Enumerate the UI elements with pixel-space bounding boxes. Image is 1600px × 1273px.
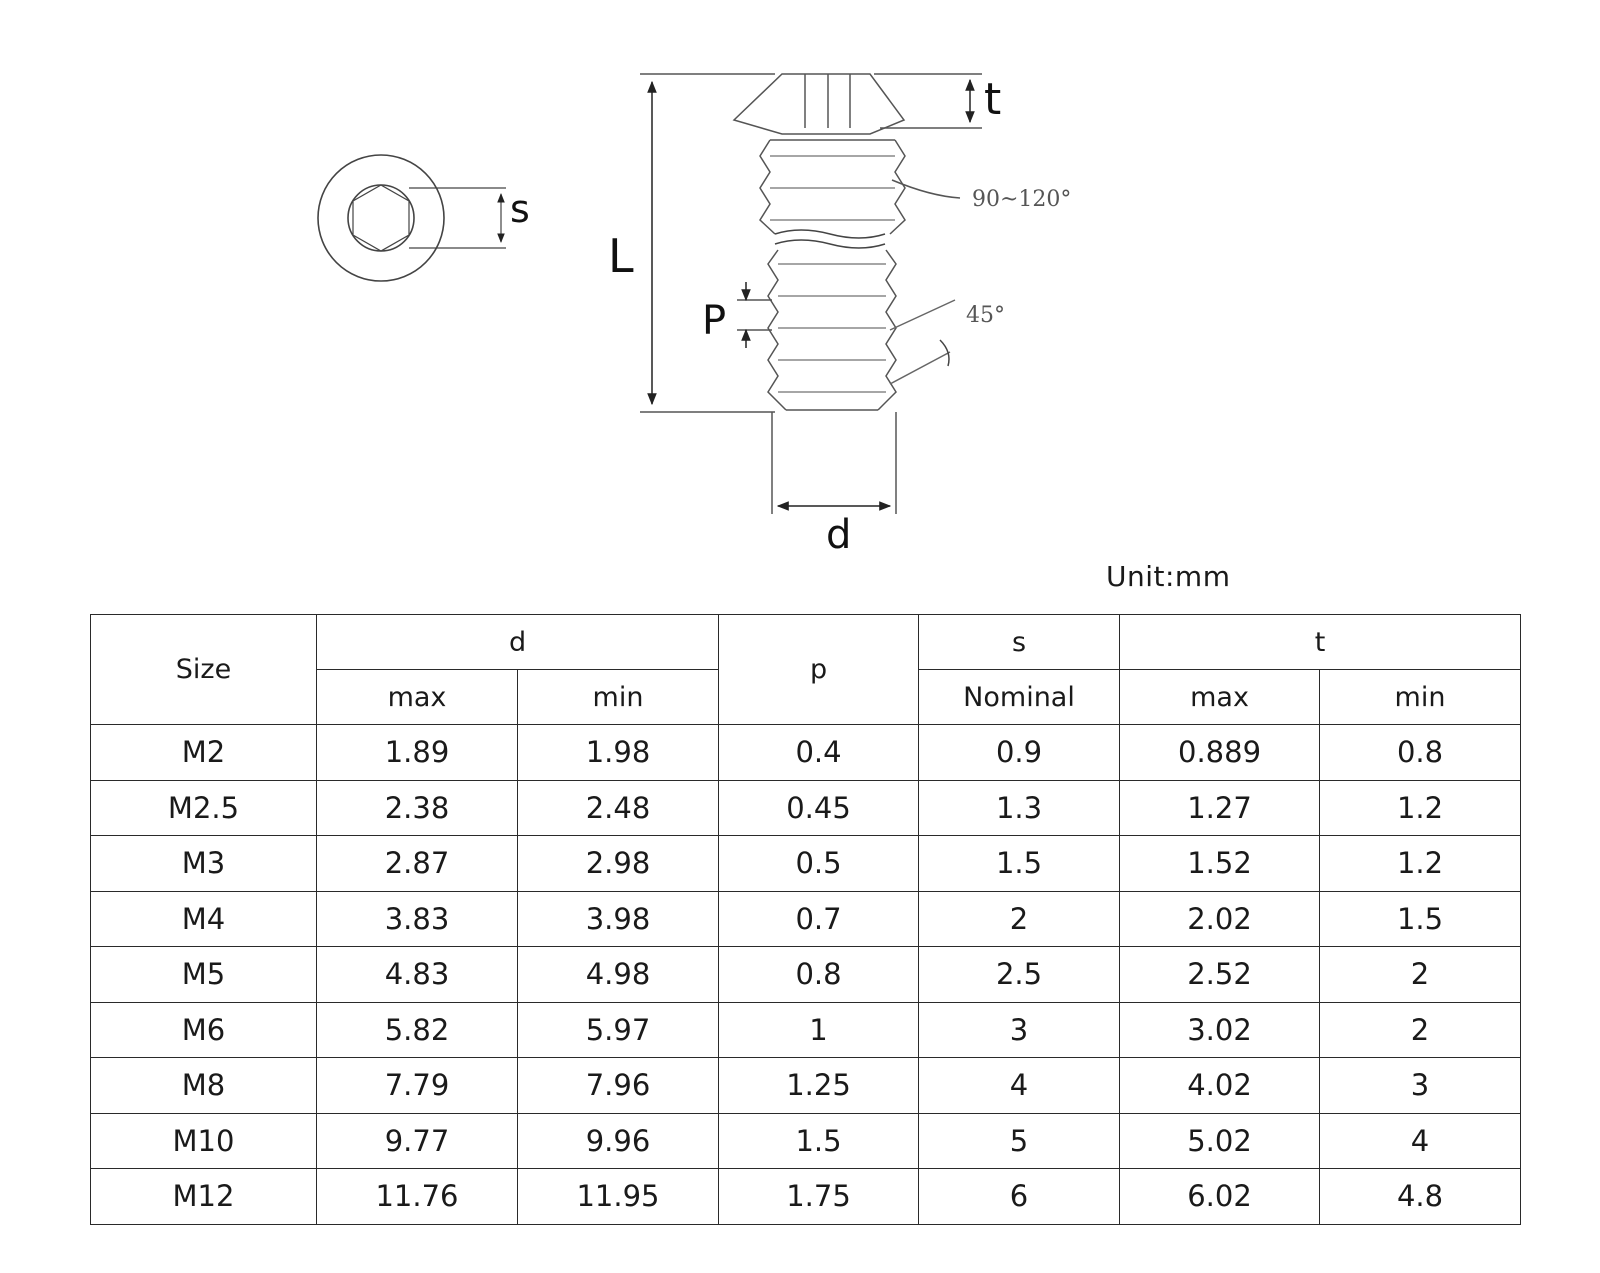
header-s: s <box>918 614 1121 670</box>
cell-size: M4 <box>90 890 317 947</box>
cell-size: M3 <box>90 835 317 892</box>
side-view <box>640 73 982 514</box>
cell-s-nominal: 3 <box>918 1001 1121 1058</box>
cell-t-max: 1.52 <box>1119 835 1321 892</box>
cell-s-nominal: 2.5 <box>918 946 1121 1003</box>
cell-size: M6 <box>90 1001 317 1058</box>
set-screw-drawing: s <box>317 73 1071 558</box>
cell-d-max: 7.79 <box>316 1057 518 1114</box>
cell-p: 1 <box>718 1001 920 1058</box>
cell-t-max: 3.02 <box>1119 1001 1321 1058</box>
cell-size: M5 <box>90 946 317 1003</box>
cell-d-min: 1.98 <box>516 724 720 781</box>
header-row-2: max min Nominal max min <box>91 669 1522 725</box>
cell-d-max: 2.38 <box>316 779 518 836</box>
cell-t-min: 2 <box>1319 946 1522 1003</box>
label-d: d <box>826 512 851 558</box>
cell-p: 0.8 <box>718 946 920 1003</box>
cell-d-min: 3.98 <box>516 890 720 947</box>
cell-t-min: 4 <box>1319 1112 1522 1169</box>
cell-s-nominal: 1.3 <box>918 779 1121 836</box>
cell-p: 0.45 <box>718 779 920 836</box>
cell-d-max: 5.82 <box>316 1001 518 1058</box>
cell-size: M2.5 <box>90 779 317 836</box>
cell-d-max: 1.89 <box>316 724 518 781</box>
cell-d-max: 11.76 <box>316 1168 518 1225</box>
cell-t-max: 4.02 <box>1119 1057 1321 1114</box>
cell-d-max: 2.87 <box>316 835 518 892</box>
cell-d-min: 7.96 <box>516 1057 720 1114</box>
header-d-max: max <box>316 669 518 725</box>
cell-s-nominal: 4 <box>918 1057 1121 1114</box>
cell-d-max: 9.77 <box>316 1112 518 1169</box>
cell-s-nominal: 5 <box>918 1112 1121 1169</box>
header-p: p <box>718 614 920 725</box>
header-row-1: Size d p s t <box>90 614 1522 725</box>
cell-d-min: 2.98 <box>516 835 720 892</box>
cell-t-min: 0.8 <box>1319 724 1522 781</box>
cell-t-min: 2 <box>1319 1001 1522 1058</box>
cell-size: M2 <box>90 724 317 781</box>
cell-d-min: 9.96 <box>516 1112 720 1169</box>
cell-s-nominal: 1.5 <box>918 835 1121 892</box>
unit-label: Unit:mm <box>1106 560 1231 593</box>
cell-t-max: 6.02 <box>1119 1168 1321 1225</box>
end-view <box>317 154 506 282</box>
cell-d-max: 3.83 <box>316 890 518 947</box>
cell-d-min: 11.95 <box>516 1168 720 1225</box>
label-P: P <box>702 298 726 344</box>
label-s: s <box>510 187 530 231</box>
cell-size: M12 <box>90 1168 317 1225</box>
header-t-max: max <box>1119 669 1321 725</box>
cell-t-min: 1.2 <box>1319 779 1522 836</box>
header-d: d <box>315 614 720 670</box>
cell-p: 0.4 <box>718 724 920 781</box>
cell-p: 0.7 <box>718 890 920 947</box>
cell-t-max: 2.52 <box>1119 946 1321 1003</box>
cell-d-min: 5.97 <box>516 1001 720 1058</box>
label-t: t <box>984 74 1001 125</box>
cell-p: 0.5 <box>718 835 920 892</box>
header-s-nominal: Nominal <box>918 669 1121 725</box>
cell-s-nominal: 6 <box>918 1168 1121 1225</box>
cell-t-max: 0.889 <box>1119 724 1321 781</box>
cell-p: 1.5 <box>718 1112 920 1169</box>
header-t-min: min <box>1319 669 1522 725</box>
cell-t-max: 1.27 <box>1119 779 1321 836</box>
label-angle-chamfer: 90~120° <box>972 187 1071 212</box>
cell-s-nominal: 2 <box>918 890 1121 947</box>
cell-t-min: 1.2 <box>1319 835 1522 892</box>
label-L: L <box>608 229 634 283</box>
header-d-min: min <box>516 669 720 725</box>
cell-p: 1.75 <box>718 1168 920 1225</box>
label-angle-thread: 45° <box>966 303 1005 328</box>
cell-d-max: 4.83 <box>316 946 518 1003</box>
header-t: t <box>1119 614 1522 670</box>
cell-t-min: 3 <box>1319 1057 1522 1114</box>
cell-t-max: 2.02 <box>1119 890 1321 947</box>
cell-s-nominal: 0.9 <box>918 724 1121 781</box>
cell-d-min: 4.98 <box>516 946 720 1003</box>
cell-d-min: 2.48 <box>516 779 720 836</box>
cell-p: 1.25 <box>718 1057 920 1114</box>
cell-size: M10 <box>90 1112 317 1169</box>
cell-size: M8 <box>90 1057 317 1114</box>
cell-t-max: 5.02 <box>1119 1112 1321 1169</box>
header-size: Size <box>90 614 317 725</box>
cell-t-min: 1.5 <box>1319 890 1522 947</box>
cell-t-min: 4.8 <box>1319 1168 1522 1225</box>
